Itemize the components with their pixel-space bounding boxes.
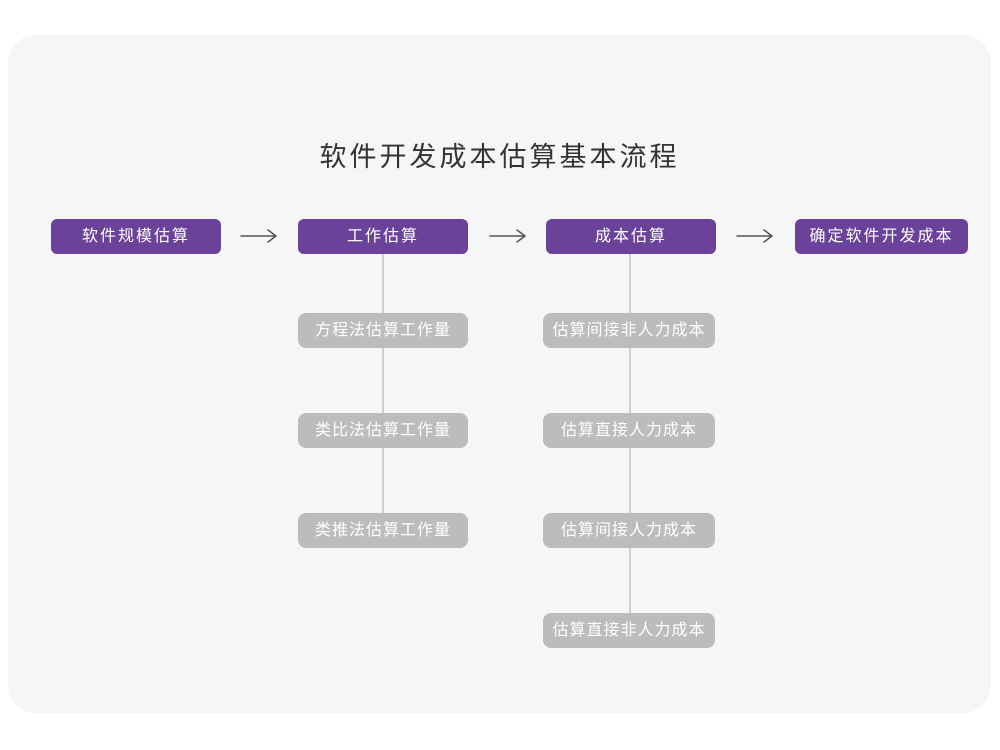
diagram-card: 软件开发成本估算基本流程 软件规模估算 工作估算 成本估算 确定软件开发成本 方… xyxy=(8,35,991,713)
node-indirect-non-labor-cost: 估算间接非人力成本 xyxy=(543,313,715,348)
node-extrapolation-method-workload: 类推法估算工作量 xyxy=(298,513,468,548)
node-direct-labor-cost: 估算直接人力成本 xyxy=(543,413,715,448)
right-arrow-icon xyxy=(240,229,277,243)
right-arrow-icon xyxy=(736,229,773,243)
node-direct-non-labor-cost: 估算直接非人力成本 xyxy=(543,613,715,648)
node-equation-method-workload: 方程法估算工作量 xyxy=(298,313,468,348)
diagram-title: 软件开发成本估算基本流程 xyxy=(319,142,680,172)
node-indirect-labor-cost: 估算间接人力成本 xyxy=(543,513,715,548)
node-determine-software-development-cost: 确定软件开发成本 xyxy=(795,219,968,254)
right-arrow-icon xyxy=(489,229,526,243)
node-analogy-method-workload: 类比法估算工作量 xyxy=(298,413,468,448)
node-cost-estimation: 成本估算 xyxy=(546,219,716,254)
node-software-scale-estimation: 软件规模估算 xyxy=(51,219,221,254)
work-column-connector-line xyxy=(382,253,384,531)
node-work-estimation: 工作估算 xyxy=(298,219,468,254)
